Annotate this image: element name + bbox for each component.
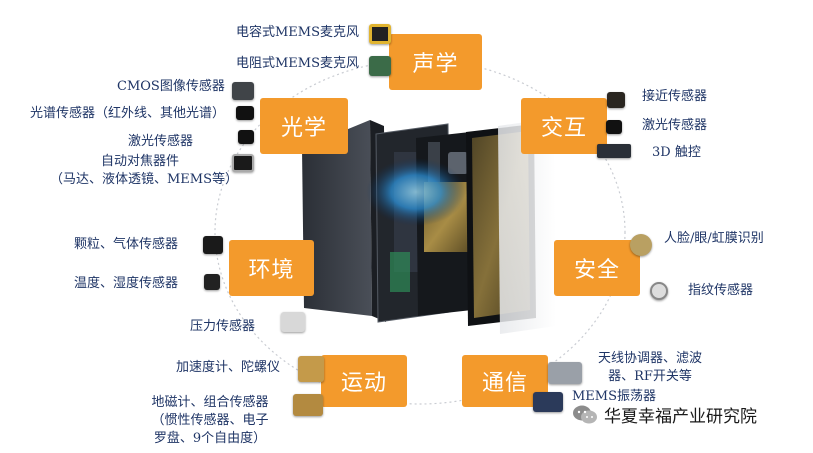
label-touch-3d: 3D 触控: [652, 145, 701, 160]
label-fingerprint-sensor: 指纹传感器: [688, 283, 754, 298]
category-optics: 光学: [260, 98, 348, 154]
touch-3d-image: [597, 144, 631, 158]
fingerprint-sensor-image: [650, 282, 668, 300]
gas-sensor-image: [203, 236, 223, 254]
magnetometer-chip-image: [293, 394, 323, 416]
category-security: 安全: [554, 240, 640, 296]
label-particle-gas-sensor: 颗粒、气体传感器: [74, 237, 179, 252]
pressure-sensor-image: [281, 312, 305, 332]
label-spectral-sensor: 光谱传感器（红外线、其他光谱）: [30, 106, 226, 121]
label-cmos-sensor: CMOS图像传感器: [117, 79, 225, 94]
label-autofocus: 自动对焦器件 （马达、液体透镜、MEMS等）: [50, 153, 239, 189]
label-pressure-sensor: 压力传感器: [190, 319, 256, 334]
category-interaction: 交互: [521, 98, 607, 154]
label-res-mems-mic: 电阻式MEMS麦克风: [236, 56, 360, 71]
label-antenna-filter-line1: 天线协调器、滤波: [597, 351, 702, 366]
category-acoustics: 声学: [389, 34, 482, 90]
label-autofocus-line1: 自动对焦器件: [100, 154, 179, 169]
label-proximity-sensor: 接近传感器: [642, 89, 708, 104]
label-magnetometer-line3: 罗盘、9个自由度）: [153, 431, 267, 446]
label-laser-sensor-interaction: 激光传感器: [642, 118, 708, 133]
label-cap-mems-mic: 电容式MEMS麦克风: [236, 25, 360, 40]
label-antenna-filter-line2: 器、RF开关等: [608, 369, 692, 384]
label-magnetometer-line1: 地磁计、组合传感器: [151, 395, 269, 410]
label-autofocus-line2: （马达、液体透镜、MEMS等）: [50, 172, 239, 187]
label-face-eye-iris: 人脸/眼/虹膜识别: [664, 231, 764, 246]
humidity-sensor-image: [204, 274, 220, 290]
laser-sensor-interaction-image: [606, 120, 622, 134]
label-accel-gyro: 加速度计、陀螺仪: [176, 360, 281, 375]
smartphone-exploded-view: [302, 118, 556, 334]
proximity-sensor-image: [607, 92, 625, 108]
gyroscope-chip-image: [298, 356, 324, 382]
watermark-text: 华夏幸福产业研究院: [604, 407, 757, 427]
autofocus-device-image: [232, 154, 254, 172]
rf-filter-chip-image: [548, 362, 582, 384]
watermark: 华夏幸福产业研究院: [572, 402, 757, 427]
label-laser-sensor-optics: 激光传感器: [128, 134, 194, 149]
cmos-sensor-image: [232, 82, 254, 100]
mems-oscillator-chip-image: [533, 392, 563, 412]
laser-sensor-optics-image: [238, 130, 254, 144]
mems-mic-chip-image: [369, 24, 391, 44]
label-antenna-filter: 天线协调器、滤波 器、RF开关等: [580, 350, 720, 386]
label-mems-oscillator: MEMS振荡器: [572, 389, 657, 404]
mems-mic-board-image: [369, 56, 391, 76]
category-motion: 运动: [321, 355, 407, 407]
label-temp-humidity-sensor: 温度、湿度传感器: [74, 276, 179, 291]
label-magnetometer-line2: （惯性传感器、电子: [151, 413, 269, 428]
face-iris-sensor-image: [630, 234, 652, 256]
category-environment: 环境: [229, 240, 314, 296]
spectral-sensor-image: [236, 106, 254, 120]
wechat-icon: [573, 405, 597, 423]
label-magnetometer: 地磁计、组合传感器 （惯性传感器、电子 罗盘、9个自由度）: [130, 394, 290, 448]
